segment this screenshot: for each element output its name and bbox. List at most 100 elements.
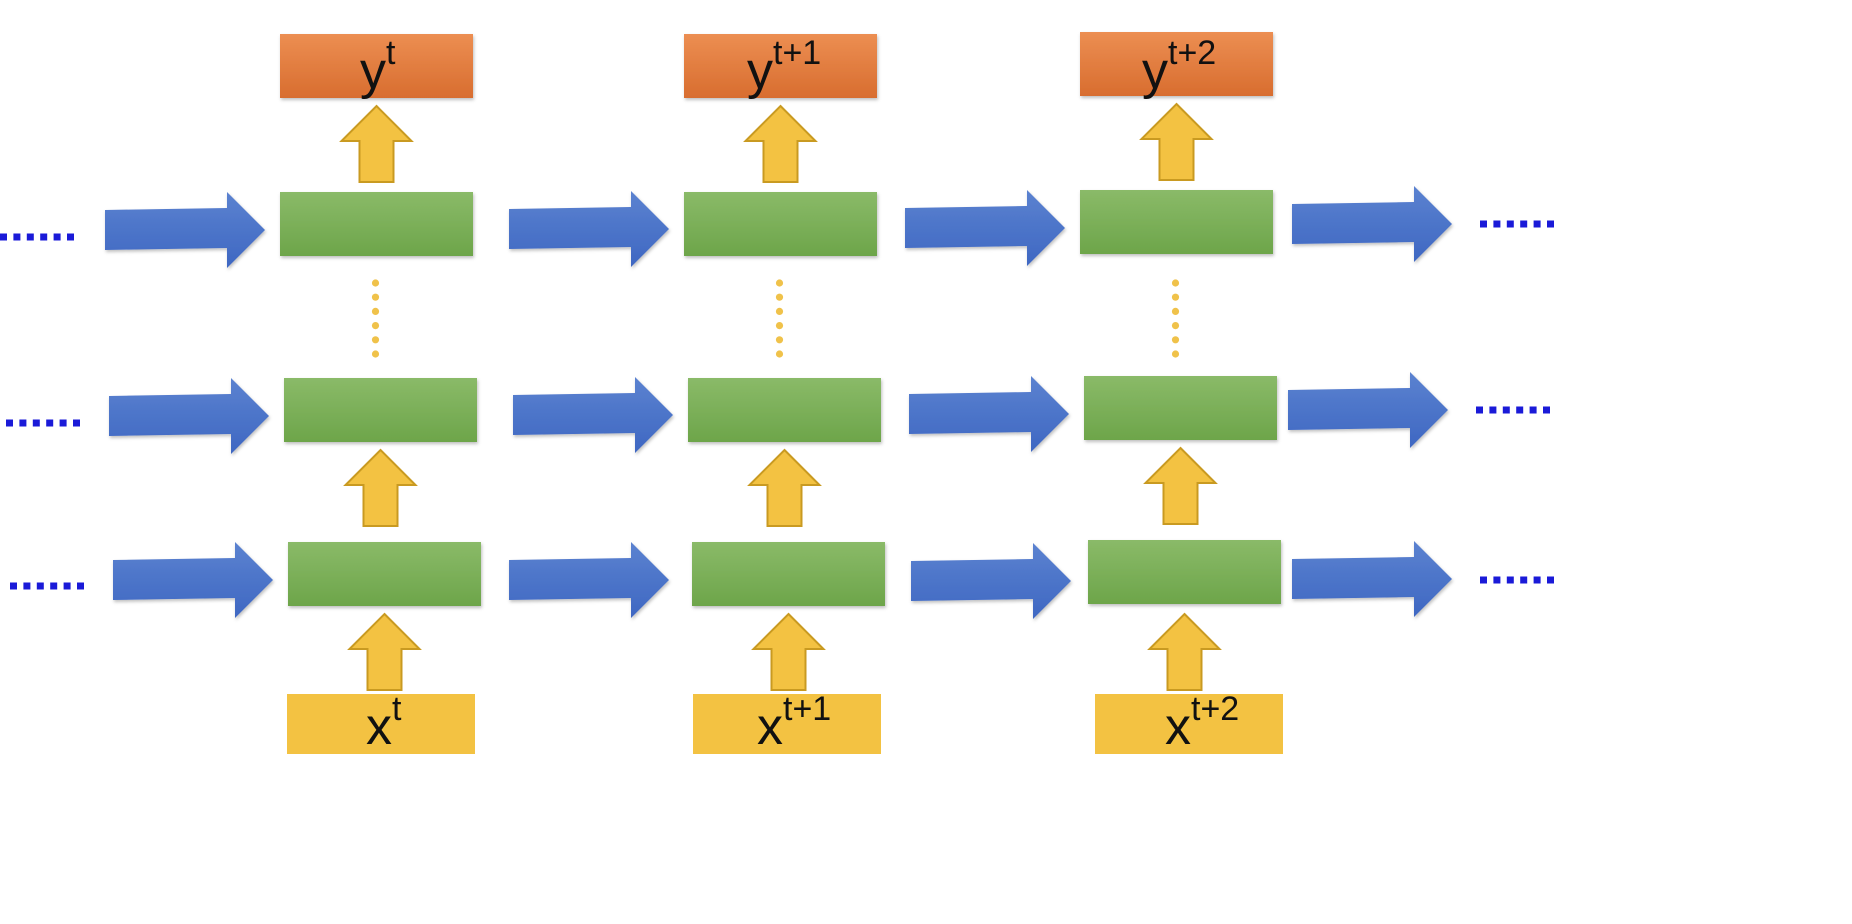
right-ellipsis-dot: [1529, 406, 1537, 414]
recurrent-arrow-layer3: [509, 191, 669, 267]
left-ellipsis-dot: [50, 582, 58, 590]
input-up-arrow: [347, 612, 422, 691]
hidden-cell-layer2-step3: [1084, 376, 1277, 440]
right-ellipsis-dot: [1520, 220, 1528, 228]
right-ellipsis-dot: [1516, 406, 1524, 414]
input-box: [287, 694, 475, 754]
output-up-arrow: [339, 104, 414, 183]
right-ellipsis-dot: [1543, 406, 1550, 414]
hidden-cell-layer1-step3: [1088, 540, 1281, 604]
vertical-ellipsis-dot: [775, 350, 784, 358]
vertical-ellipsis-dot: [1171, 322, 1180, 330]
input-label: xt: [366, 690, 402, 756]
hidden-up-arrow: [747, 448, 822, 527]
vertical-ellipsis-dot: [775, 293, 784, 301]
vertical-ellipsis-dot: [371, 293, 380, 301]
right-ellipsis-dot: [1520, 576, 1528, 584]
vertical-ellipsis-dot: [371, 307, 380, 315]
left-ellipsis-dot: [59, 419, 67, 427]
ellipsis-group: [0, 220, 1554, 590]
left-ellipsis-dot: [6, 419, 13, 427]
right-ellipsis-dot: [1493, 576, 1501, 584]
vertical-ellipsis-dot: [775, 322, 784, 330]
recurrent-arrow-layer3: [905, 190, 1065, 266]
input-up-arrow: [751, 612, 826, 691]
output-label: yt+2: [1142, 34, 1216, 100]
input-box: [693, 694, 881, 754]
recurrent-arrow-layer2: [909, 376, 1069, 452]
recurrent-arrow-layer3: [105, 192, 265, 268]
left-ellipsis-dot: [26, 233, 34, 241]
left-ellipsis-dot: [32, 419, 40, 427]
vertical-ellipsis-dot: [1171, 293, 1180, 301]
right-ellipsis-dot: [1476, 406, 1483, 414]
hidden-cell-layer3-step1: [280, 192, 473, 256]
vertical-ellipsis-dot: [371, 336, 380, 344]
hidden-cell-layer3-step3: [1080, 190, 1273, 254]
right-ellipsis-dot: [1533, 220, 1541, 228]
right-ellipsis-dot: [1533, 576, 1541, 584]
left-ellipsis-dot: [36, 582, 44, 590]
hidden-up-arrow: [343, 448, 418, 527]
hidden-up-arrow: [1143, 446, 1218, 525]
right-ellipsis-dot: [1489, 406, 1497, 414]
output-label: yt: [360, 34, 396, 100]
recurrent-arrow-layer1: [509, 542, 669, 618]
output-box: [684, 34, 877, 98]
vertical-ellipsis-dot: [371, 322, 380, 330]
recurrent-arrow-layer2: [1288, 372, 1448, 448]
left-ellipsis-dot: [77, 582, 84, 590]
vertical-ellipsis-dot: [371, 350, 380, 358]
input-label: xt+1: [757, 690, 831, 756]
vertical-ellipsis-dot: [1171, 350, 1180, 358]
right-ellipsis-dot: [1480, 576, 1487, 584]
recurrent-arrow-layer1: [1292, 541, 1452, 617]
node-boxes: [280, 32, 1283, 754]
hidden-cell-layer1-step2: [692, 542, 885, 606]
vertical-ellipsis-dot: [775, 279, 784, 287]
vertical-ellipsis-dot: [775, 336, 784, 344]
input-label: xt+2: [1165, 690, 1239, 756]
right-ellipsis-dot: [1547, 220, 1554, 228]
output-box: [1080, 32, 1273, 96]
left-ellipsis-dot: [63, 582, 71, 590]
left-ellipsis-dot: [0, 233, 7, 241]
recurrent-arrow-layer2: [109, 378, 269, 454]
recurrent-arrow-layer1: [911, 543, 1071, 619]
right-ellipsis-dot: [1547, 576, 1554, 584]
vertical-ellipsis-dot: [1171, 307, 1180, 315]
left-ellipsis-dot: [10, 582, 17, 590]
hidden-cell-layer1-step1: [288, 542, 481, 606]
left-ellipsis-dot: [73, 419, 80, 427]
left-ellipsis-dot: [53, 233, 61, 241]
recurrent-arrow-layer1: [113, 542, 273, 618]
left-ellipsis-dot: [13, 233, 21, 241]
output-box: [280, 34, 473, 98]
left-ellipsis-dot: [40, 233, 48, 241]
vertical-ellipsis-dot: [371, 279, 380, 287]
vertical-ellipsis-dot: [775, 307, 784, 315]
left-ellipsis-dot: [23, 582, 31, 590]
output-up-arrow: [1139, 102, 1214, 181]
vertical-ellipsis-dot: [1171, 336, 1180, 344]
hidden-cell-layer2-step2: [688, 378, 881, 442]
right-ellipsis-dot: [1493, 220, 1501, 228]
recurrent-arrows: [105, 186, 1452, 619]
right-ellipsis-dot: [1506, 576, 1514, 584]
vertical-connections: [339, 102, 1222, 691]
left-ellipsis-dot: [19, 419, 27, 427]
right-ellipsis-dot: [1502, 406, 1510, 414]
recurrent-arrow-layer2: [513, 377, 673, 453]
left-ellipsis-dot: [46, 419, 54, 427]
left-ellipsis-dot: [67, 233, 74, 241]
vertical-ellipsis-dot: [1171, 279, 1180, 287]
hidden-cell-layer3-step2: [684, 192, 877, 256]
output-up-arrow: [743, 104, 818, 183]
right-ellipsis-dot: [1480, 220, 1487, 228]
recurrent-arrow-layer3: [1292, 186, 1452, 262]
input-up-arrow: [1147, 612, 1222, 691]
input-box: [1095, 694, 1283, 754]
right-ellipsis-dot: [1506, 220, 1514, 228]
